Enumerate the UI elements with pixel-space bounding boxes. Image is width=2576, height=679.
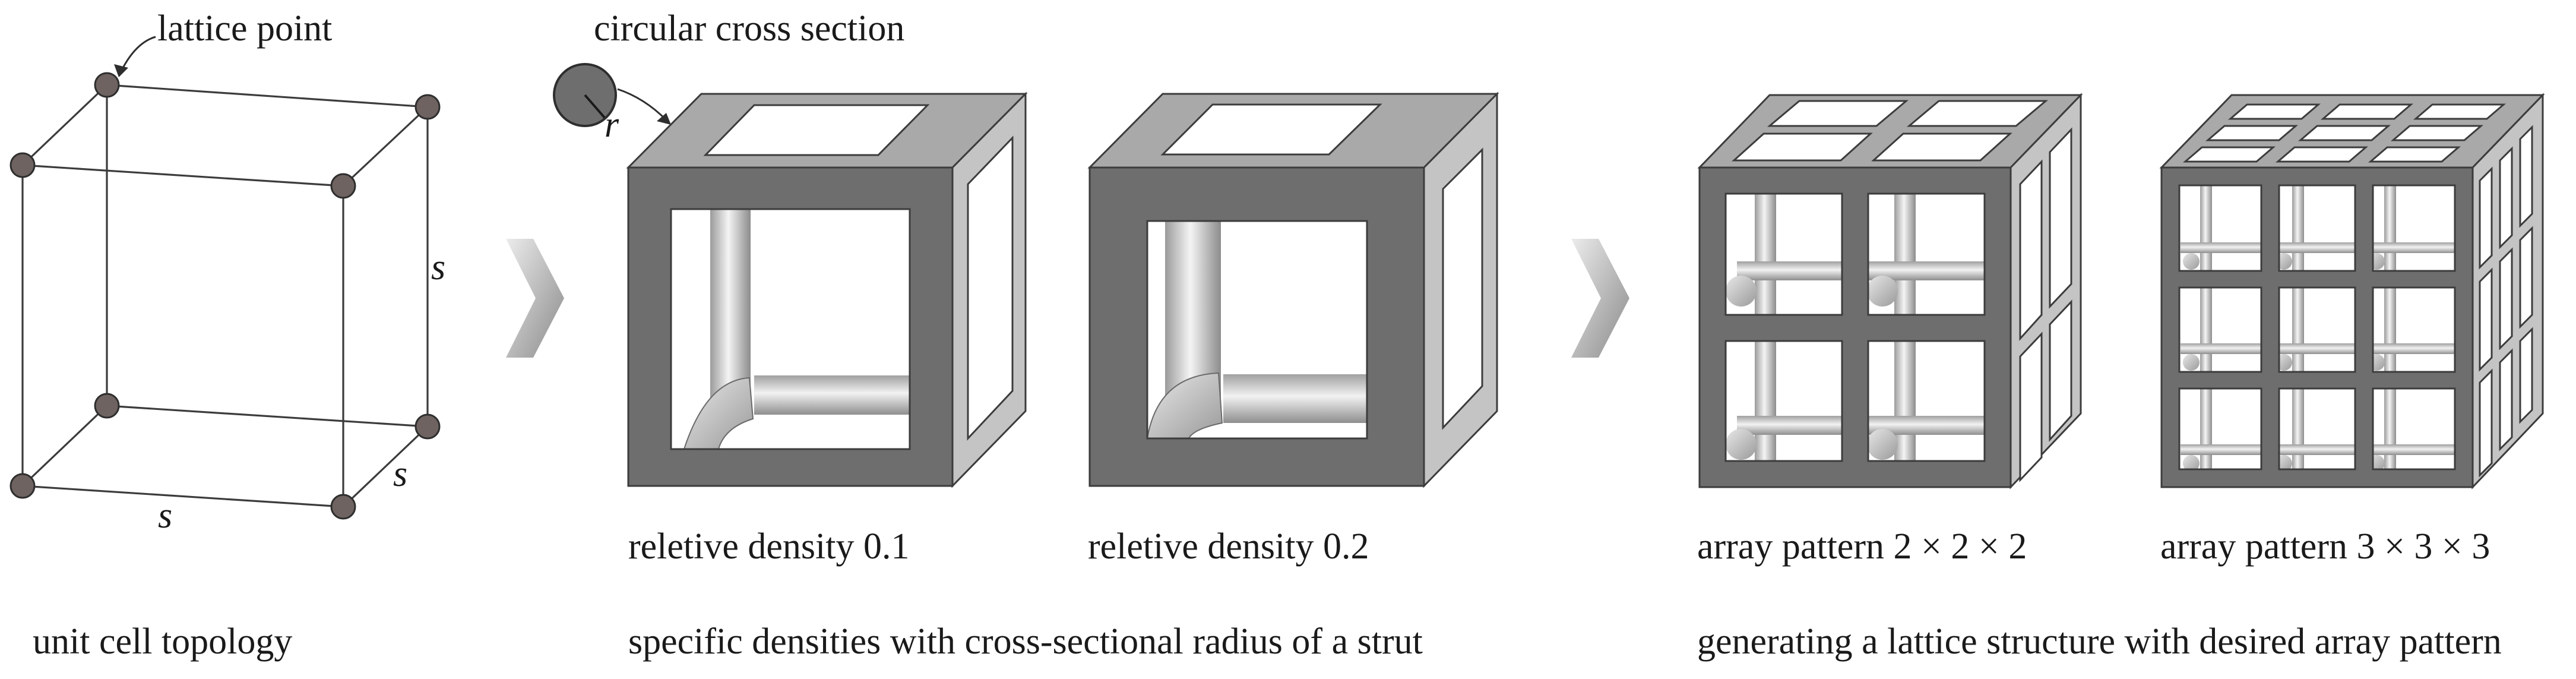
edge-length-label-depth: s [393,454,407,494]
cross-section-icon [553,63,671,127]
densities-panel: circular cross section r reletive densit… [553,8,1499,662]
lattice-node [330,494,356,520]
array-2x2x2-lattice [1697,93,2083,489]
lattice-node [10,152,36,178]
cross-section-label: circular cross section [594,8,904,49]
radius-label: r [605,105,619,145]
lattice-node [10,473,36,499]
unit-cell-wireframe [21,84,429,508]
array-2x2x2-label: array pattern 2 × 2 × 2 [1697,526,2027,567]
unit-cell-caption: unit cell topology [33,621,292,662]
lattice-point-nodes [10,72,441,520]
density-0-1-cube [626,91,1028,488]
lattice-point-label: lattice point [157,8,332,49]
density-0-1-label: reletive density 0.1 [628,526,909,567]
lattice-node [330,173,356,199]
lattice-node [94,393,120,419]
array-3x3x3-label: array pattern 3 × 3 × 3 [2160,526,2490,567]
chevron-right-icon [506,239,564,358]
edge-length-label-right: s [431,247,445,288]
array-3x3x3-lattice [2159,93,2545,489]
density-0-2-label: reletive density 0.2 [1088,526,1369,567]
unit-cell-panel: lattice point s s s unit cell topology [10,8,445,662]
arrays-panel: array pattern 2 × 2 × 2 [1697,93,2545,662]
chevron-right-icon [1571,239,1629,358]
lattice-point-leader [114,36,156,77]
lattice-node [414,413,441,440]
edge-length-label-bottom: s [158,495,172,536]
lattice-node [94,72,120,98]
density-0-2-cube [1087,91,1499,488]
arrays-caption: generating a lattice structure with desi… [1697,621,2502,662]
lattice-node [414,94,441,120]
densities-caption: specific densities with cross-sectional … [628,621,1423,662]
